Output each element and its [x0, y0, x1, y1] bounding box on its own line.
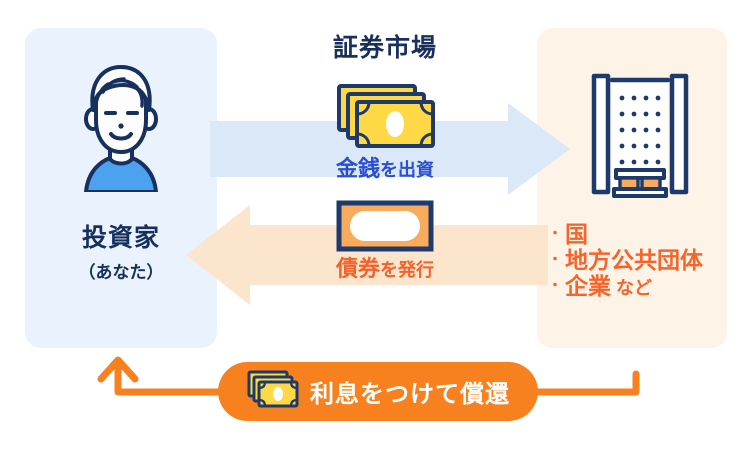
list-item: ・ 企業 など	[548, 272, 728, 300]
fund-flow-label: 金銭を出資	[285, 158, 485, 180]
building-icon	[586, 70, 694, 203]
investor-subtitle: （あなた）	[78, 263, 164, 282]
fund-label-rest: を出資	[380, 160, 434, 180]
issuer-suffix: など	[616, 277, 652, 298]
redemption-label: 利息をつけて償還	[310, 381, 510, 408]
fund-arrow	[210, 103, 570, 195]
investor-label: 投資家 （あなた）	[25, 218, 217, 283]
fund-label-main: 金銭	[335, 156, 380, 181]
fund-flow-group: 金銭を出資	[285, 80, 485, 180]
bullet-dot: ・	[548, 225, 562, 241]
bond-certificate-icon	[285, 200, 485, 252]
bond-label-rest: を発行	[380, 260, 434, 280]
list-item: ・ 地方公共団体	[548, 246, 728, 274]
issuer-label: 企業	[565, 272, 611, 299]
page-title: 証券市場	[332, 34, 437, 62]
bond-arrow	[186, 205, 548, 305]
redemption-badge: 利息をつけて償還	[218, 362, 538, 421]
bullet-dot: ・	[548, 276, 562, 293]
person-avatar-icon	[58, 62, 184, 197]
bond-flow-group: 債券を発行	[285, 200, 485, 280]
bullet-dot: ・	[548, 250, 562, 267]
list-item: ・ 国	[548, 221, 728, 248]
issuer-label: 国	[565, 221, 588, 247]
issuer-label: 地方公共団体	[565, 246, 703, 273]
bond-flow-label: 債券を発行	[285, 258, 485, 280]
banknotes-icon	[246, 369, 300, 414]
banknotes-icon	[285, 80, 485, 152]
bond-label-main: 債券	[335, 256, 380, 281]
investor-title: 投資家	[81, 224, 160, 252]
issuer-list: ・ 国 ・ 地方公共団体 ・ 企業 など	[548, 221, 728, 300]
